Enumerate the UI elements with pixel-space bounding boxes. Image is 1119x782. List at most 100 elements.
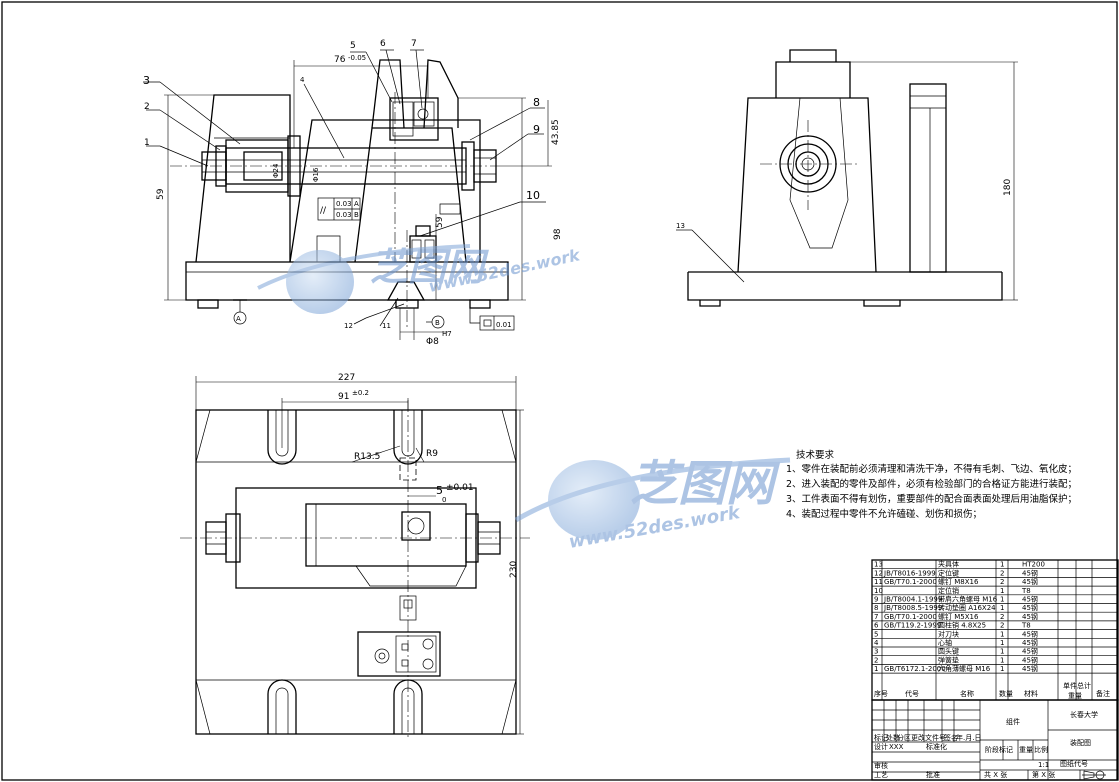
svg-text:标准化: 标准化 <box>926 742 947 751</box>
bom-cell-no: 11 <box>874 578 883 586</box>
bom-cell-name: 定位键 <box>938 568 959 577</box>
svg-text:±0.2: ±0.2 <box>352 389 369 397</box>
bom-cell-name: 心轴 <box>938 638 952 647</box>
requirement-3: 3、工件表面不得有划伤，重要部件的配合面表面处理后用油脂保护； <box>786 493 1077 505</box>
bom-cell-material: T8 <box>1021 587 1031 595</box>
bom-cell-qty: 1 <box>1000 639 1004 647</box>
bom-cell-code: GB/T70.1-2000 <box>884 613 937 621</box>
bom-cell-no: 4 <box>874 639 879 647</box>
balloon-4: 4 <box>300 76 305 84</box>
bom-cell-name: 圆柱销 4.8X25 <box>938 621 986 630</box>
svg-text:0: 0 <box>442 496 446 504</box>
requirement-2: 2、进入装配的零件及部件，必须有检验部门的合格证方能进行装配； <box>786 478 1077 490</box>
svg-text:年.月.日: 年.月.日 <box>956 733 981 742</box>
part-balloons: 1 2 3 4 5 6 7 8 9 <box>143 39 546 330</box>
bom-cell-code: JB/T8004.1-1999 <box>883 596 942 604</box>
bom-cell-material: 45钢 <box>1022 638 1038 647</box>
balloon-3: 3 <box>143 74 150 87</box>
svg-text:98: 98 <box>553 228 563 240</box>
bom-cell-qty: 1 <box>1000 648 1004 656</box>
bom-cell-material: 45钢 <box>1022 629 1038 638</box>
bom-cell-material: 45钢 <box>1022 612 1038 621</box>
svg-text:±0.01: ±0.01 <box>446 483 474 493</box>
bom-cell-material: T8 <box>1021 622 1031 630</box>
bom-cell-name: 圆头键 <box>938 647 959 656</box>
bom-cell-qty: 1 <box>1000 561 1004 569</box>
svg-text:重量: 重量 <box>1068 692 1082 700</box>
svg-text:代号: 代号 <box>905 689 919 698</box>
svg-text:更改文件号: 更改文件号 <box>911 733 946 742</box>
bom-cell-no: 8 <box>874 604 878 612</box>
gdt-frames: // 0.03 A 0.03 B 0.01 A B <box>233 197 515 331</box>
bom-cell-name: 对刀块 <box>938 629 959 638</box>
bom-cell-name: 夹具体 <box>938 560 959 569</box>
balloon-1: 1 <box>144 138 150 148</box>
svg-text:第 X 张: 第 X 张 <box>1032 770 1055 779</box>
svg-text:B: B <box>354 211 359 219</box>
svg-text:阶段标记: 阶段标记 <box>985 745 1013 754</box>
balloon-7: 7 <box>411 39 417 49</box>
watermark-top: 芝图网 www.52des.work <box>257 244 583 314</box>
bom-cell-name: 转动垫圈 A16X24 <box>938 603 996 612</box>
bom-cell-no: 9 <box>874 596 878 604</box>
requirements-title: 技术要求 <box>796 449 835 461</box>
svg-text:备注: 备注 <box>1096 689 1110 698</box>
svg-text:图纸代号: 图纸代号 <box>1060 759 1088 768</box>
bom-cell-qty: 1 <box>1000 665 1004 673</box>
front-dims: 76 -0.05 59 98 43.85 59 Φ24 Φ16 Φ8 H7 <box>156 54 563 347</box>
svg-text:装配图: 装配图 <box>1070 738 1091 747</box>
bom-cell-no: 2 <box>874 656 878 664</box>
bom-cell-material: HT200 <box>1022 561 1045 569</box>
bom-cell-name: 螺钉 M5X16 <box>938 612 979 621</box>
svg-text://: // <box>320 206 327 216</box>
balloon-13: 13 <box>676 222 685 230</box>
bom-header: 序号 代号 名称 数量 材料 单件 总计 重量 备注 <box>874 681 1110 700</box>
svg-text:B: B <box>435 319 440 327</box>
bom-cell-no: 10 <box>874 587 883 595</box>
bom-cell-qty: 2 <box>1000 613 1004 621</box>
svg-text:0.01: 0.01 <box>496 321 512 329</box>
technical-requirements: 技术要求 1、零件在装配前必须清理和清洗干净，不得有毛刺、飞边、氧化皮； 2、进… <box>786 449 1077 520</box>
bom-cell-material: 45钢 <box>1022 664 1038 673</box>
bom-cell-material: 45钢 <box>1022 603 1038 612</box>
svg-text:序号: 序号 <box>874 689 888 698</box>
svg-text:0.03: 0.03 <box>336 211 352 219</box>
svg-text:1:1: 1:1 <box>1038 761 1049 769</box>
svg-text:0.03: 0.03 <box>336 200 352 208</box>
bom-cell-no: 12 <box>874 569 883 577</box>
svg-text:审核: 审核 <box>874 761 888 770</box>
svg-text:XXX: XXX <box>889 743 904 751</box>
front-view: 76 -0.05 59 98 43.85 59 Φ24 Φ16 Φ8 H7 <box>143 39 563 347</box>
svg-text:签名: 签名 <box>944 733 958 742</box>
svg-text:设计: 设计 <box>874 742 888 751</box>
bom-cell-qty: 1 <box>1000 630 1004 638</box>
svg-text:总计: 总计 <box>1077 681 1091 690</box>
svg-text:数量: 数量 <box>999 689 1013 698</box>
svg-text:59: 59 <box>156 188 166 200</box>
bom-cell-material: 45钢 <box>1022 595 1038 604</box>
svg-text:工艺: 工艺 <box>874 771 888 779</box>
svg-text:单件: 单件 <box>1063 681 1077 690</box>
balloon-5: 5 <box>350 41 356 51</box>
svg-text:76: 76 <box>334 55 346 65</box>
svg-text:芝图网: 芝图网 <box>630 456 781 512</box>
bom-cell-qty: 1 <box>1000 604 1004 612</box>
bom-cell-material: 45钢 <box>1022 655 1038 664</box>
bom-cell-qty: 2 <box>1000 622 1004 630</box>
svg-text:标记: 标记 <box>874 733 888 742</box>
bom-cell-qty: 1 <box>1000 656 1004 664</box>
svg-text:91: 91 <box>338 392 349 402</box>
balloon-12: 12 <box>344 322 353 330</box>
svg-text:Φ24: Φ24 <box>272 163 280 178</box>
balloon-11: 11 <box>382 322 391 330</box>
bom-cell-no: 7 <box>874 613 878 621</box>
bom-cell-no: 3 <box>874 648 878 656</box>
svg-text:R13.5: R13.5 <box>354 452 380 462</box>
svg-text:59: 59 <box>435 216 445 228</box>
bom-cell-code: GB/T6172.1-2000 <box>884 665 946 673</box>
bom-cell-code: JB/T8016-1999 <box>883 569 936 577</box>
svg-text:组件: 组件 <box>1006 717 1020 726</box>
svg-text:共 X 张: 共 X 张 <box>984 770 1007 779</box>
bom-cell-name: 定位销 <box>938 586 959 595</box>
